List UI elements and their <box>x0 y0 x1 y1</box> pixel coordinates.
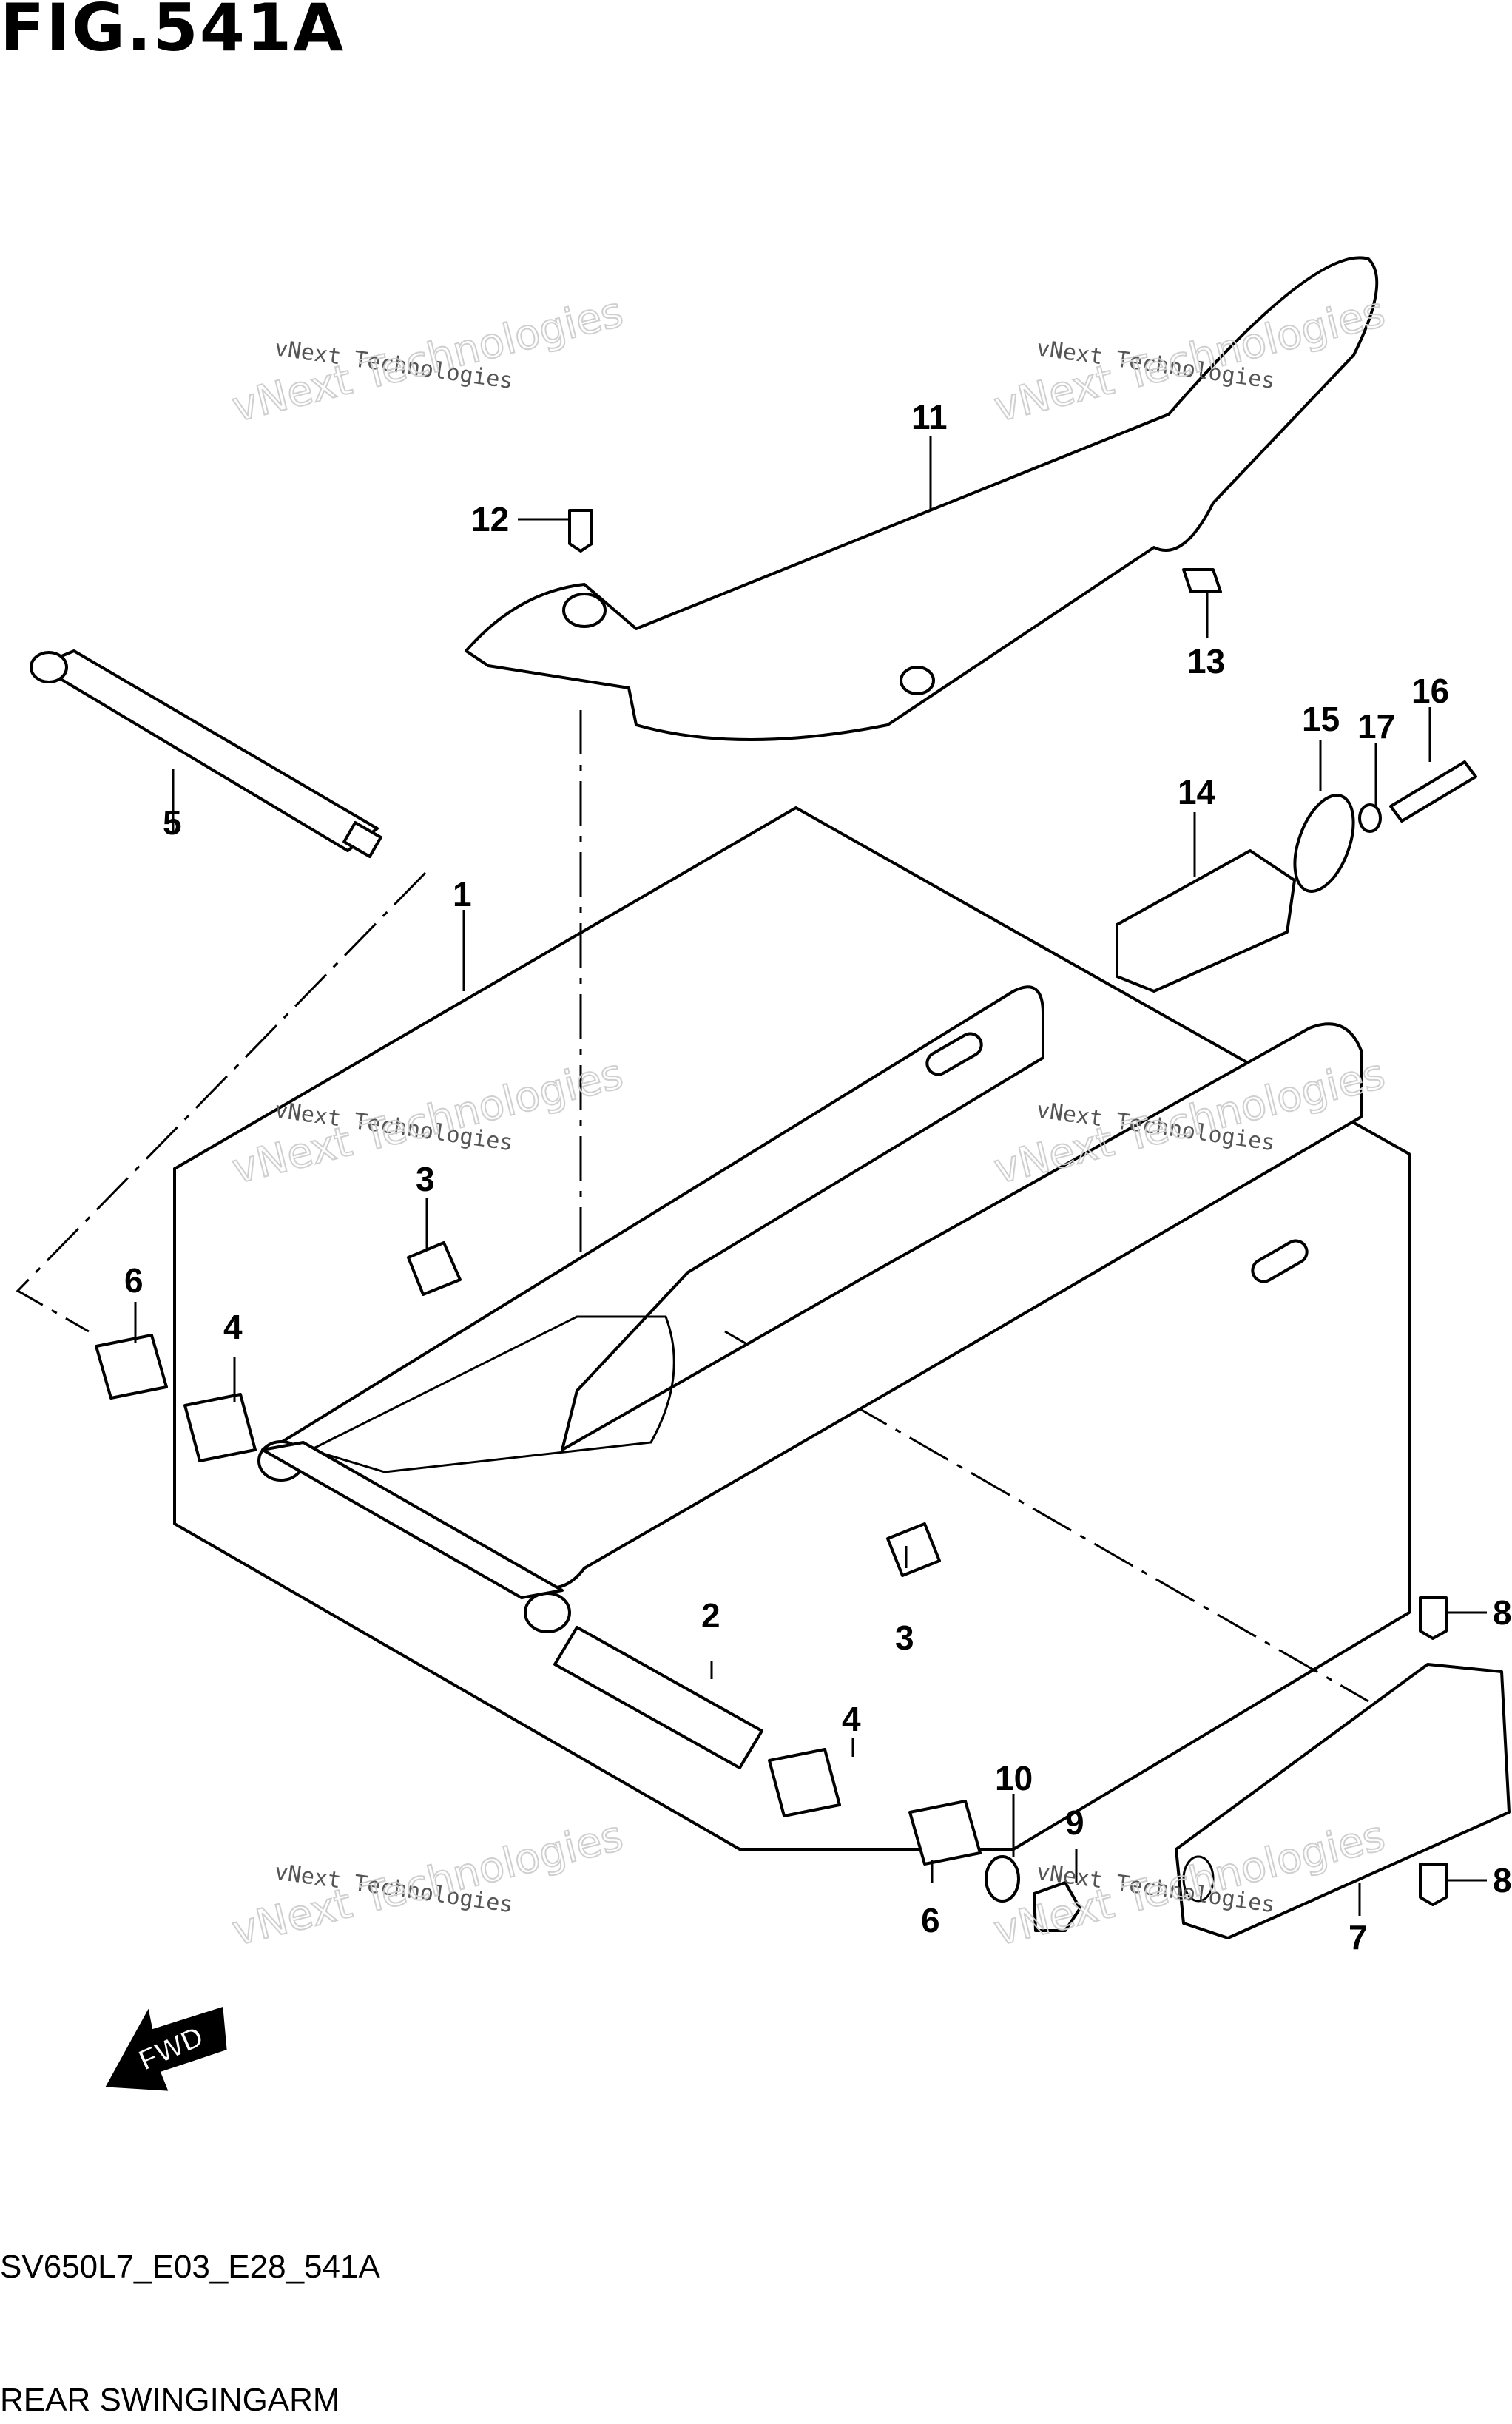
bolt-13 <box>1182 568 1222 593</box>
bolt-12 <box>568 509 593 553</box>
bushings <box>407 1241 941 1577</box>
callout-6a: 6 <box>124 1261 144 1300</box>
fwd-arrow: FWD <box>105 2007 227 2091</box>
callout-11: 11 <box>911 398 948 436</box>
callout-5: 5 <box>163 803 182 842</box>
callout-12: 12 <box>471 500 509 539</box>
callout-13: 13 <box>1187 642 1225 681</box>
diagram-name: REAR SWINGINGARM <box>0 2382 340 2418</box>
callout-8b: 8 <box>1493 1861 1512 1900</box>
callout-7: 7 <box>1349 1918 1368 1957</box>
diagram-code: SV650L7_E03_E28_541A <box>0 2249 380 2285</box>
callout-16: 16 <box>1411 672 1449 710</box>
callout-3a: 3 <box>416 1160 435 1198</box>
bolt-16 <box>1389 760 1477 823</box>
callout-4b: 4 <box>842 1700 861 1738</box>
callout-8a: 8 <box>1493 1593 1512 1632</box>
figure-title: FIG.541A <box>0 0 345 66</box>
bolt-8-lower <box>1419 1863 1448 1906</box>
spacers <box>95 1334 982 1866</box>
chain-cover <box>465 256 1379 741</box>
callout-labels: 1 2 3 3 4 4 5 6 6 7 8 8 9 10 11 12 13 14… <box>124 398 1512 1957</box>
adjuster-bracket <box>1116 849 1296 993</box>
bolt-8-upper <box>1419 1596 1448 1640</box>
assembly-frame <box>173 806 1411 1851</box>
nut-9 <box>1033 1881 1081 1932</box>
leader-lines <box>16 710 1369 1703</box>
washer-10 <box>985 1855 1020 1903</box>
callout-3b: 3 <box>895 1618 914 1657</box>
callout-10: 10 <box>995 1759 1033 1797</box>
pivot-tube <box>553 1626 763 1769</box>
callout-14: 14 <box>1178 773 1216 811</box>
chain-guide <box>1175 1663 1511 1939</box>
callout-17: 17 <box>1357 707 1395 746</box>
callout-9: 9 <box>1065 1803 1084 1842</box>
callout-1: 1 <box>453 875 472 914</box>
callout-leaders <box>134 436 1487 1916</box>
washer-17 <box>1358 803 1382 833</box>
callout-15: 15 <box>1302 700 1340 738</box>
pivot-shaft <box>30 649 382 858</box>
rubber-piece <box>1293 794 1355 893</box>
callout-4a: 4 <box>223 1308 243 1346</box>
swingarm <box>257 985 1363 1633</box>
callout-2: 2 <box>701 1596 720 1635</box>
callout-6b: 6 <box>921 1901 940 1939</box>
collars <box>183 1393 841 1817</box>
